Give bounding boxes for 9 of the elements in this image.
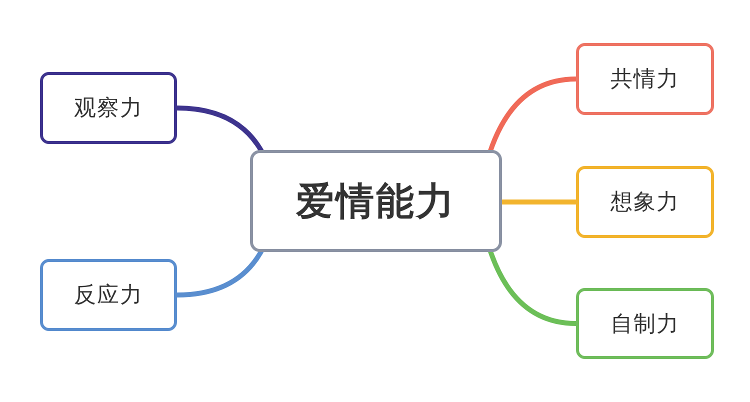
central-topic-box: 爱情能力: [250, 150, 502, 252]
subtopic-box: 自制力: [576, 288, 714, 359]
branch-line: [501, 200, 576, 204]
subtopic-box: 观察力: [40, 72, 177, 144]
branch-line: [488, 76, 576, 153]
subtopic-box: 共情力: [576, 43, 714, 115]
subtopic-box: 想象力: [576, 166, 714, 238]
subtopic-box: 反应力: [40, 259, 177, 331]
branch-line: [488, 249, 576, 326]
